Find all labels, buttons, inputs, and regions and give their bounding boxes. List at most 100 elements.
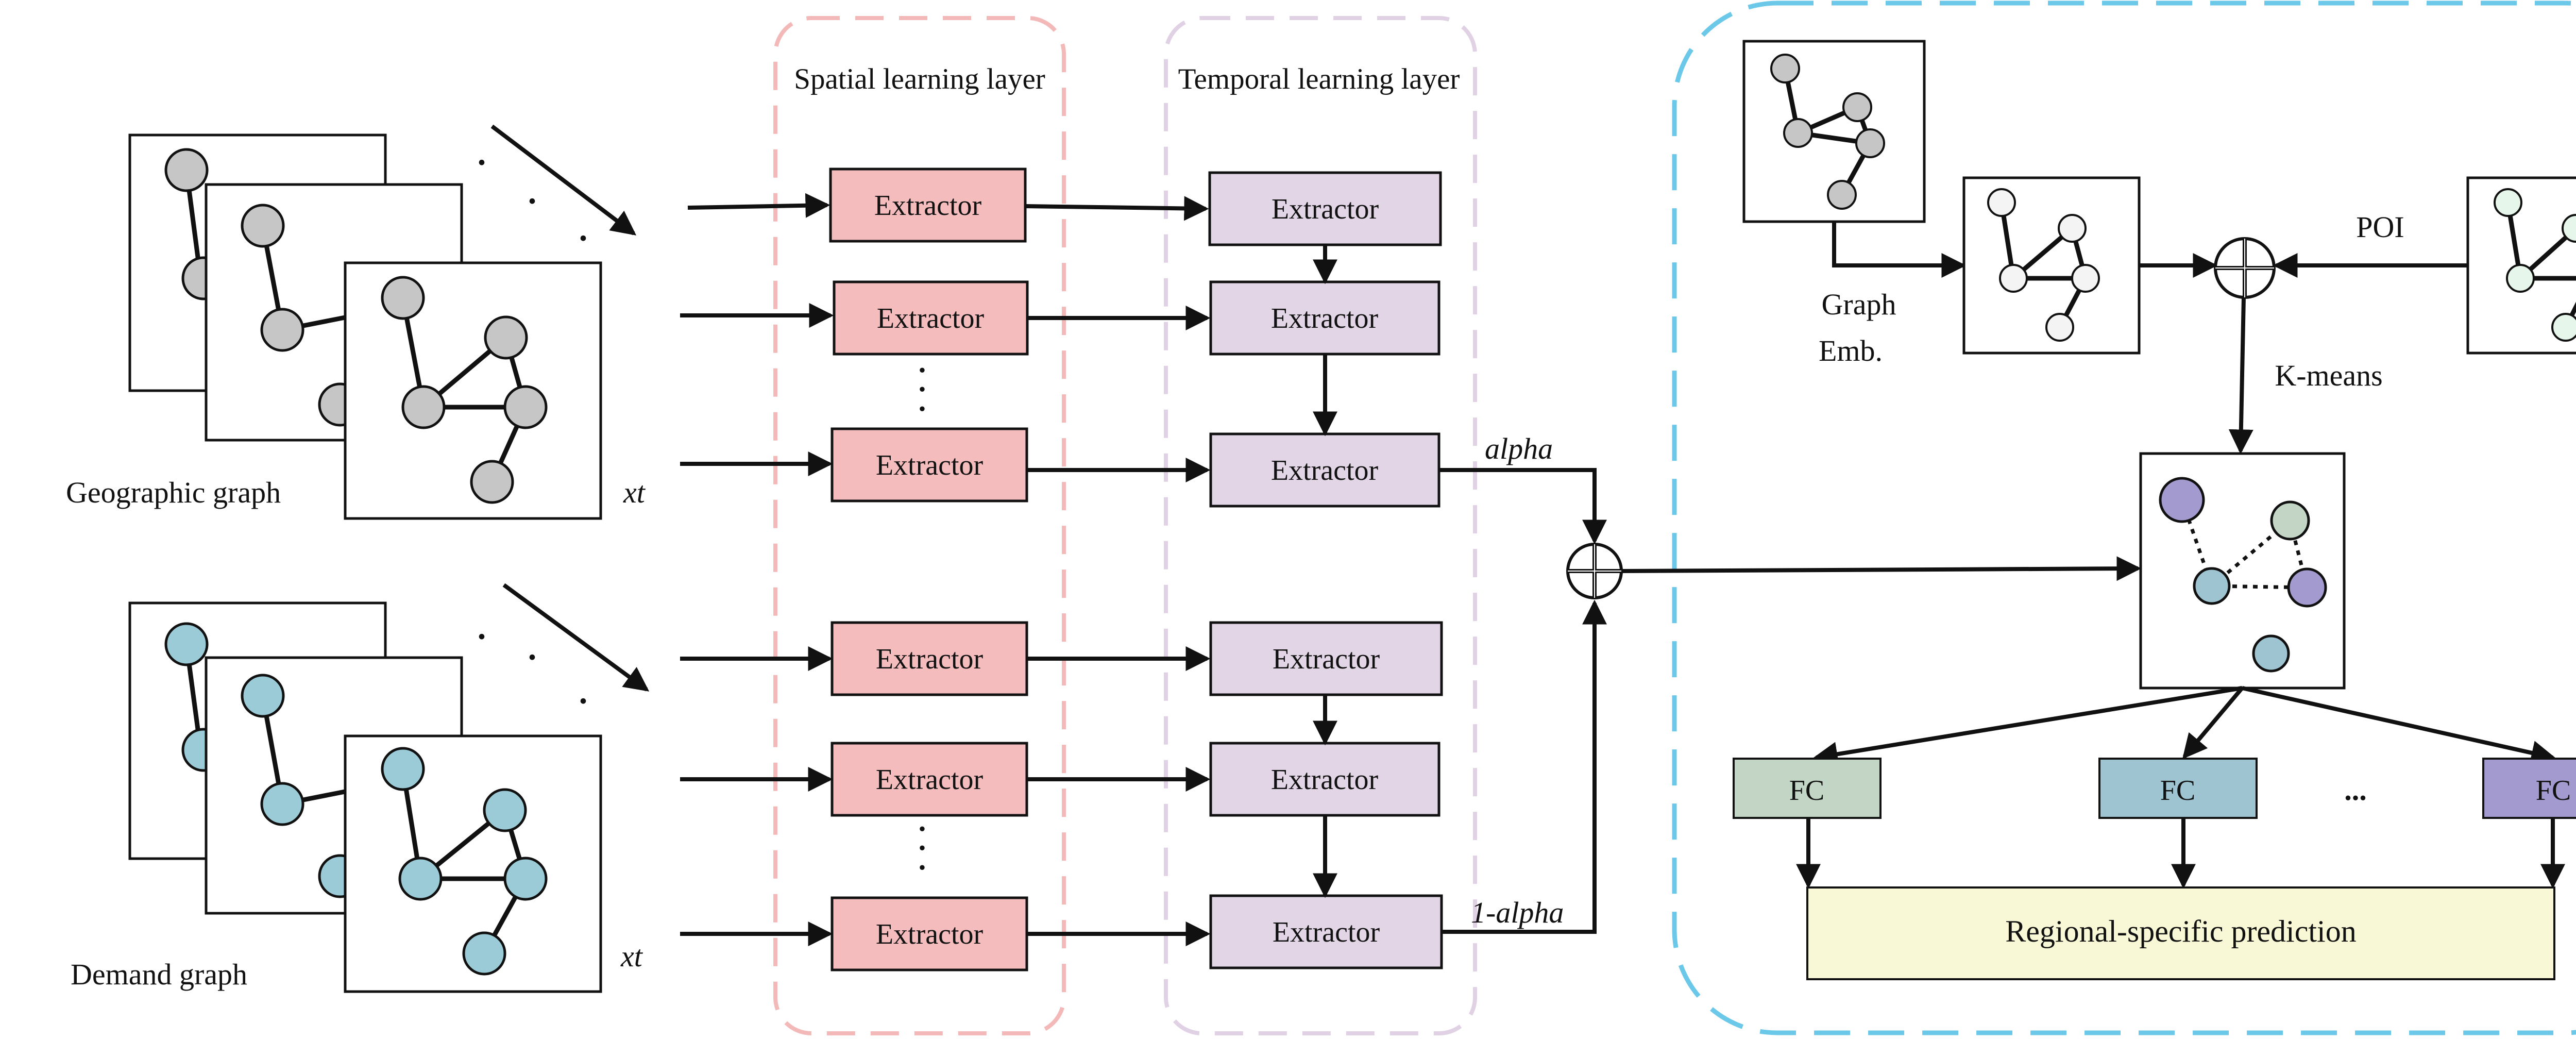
cluster-node xyxy=(2193,567,2231,605)
vertical-dot: · xyxy=(916,845,929,891)
extractor-label: Extractor xyxy=(877,303,985,334)
gray-node xyxy=(484,315,528,360)
blue-node xyxy=(398,857,443,901)
vertical-dot: · xyxy=(916,826,929,871)
poi-label: POI xyxy=(2356,210,2404,244)
extractor-label: Extractor xyxy=(1273,643,1380,675)
extractor-label: Extractor xyxy=(876,449,984,481)
one-minus-alpha-label: 1-alpha xyxy=(1471,896,1564,929)
fusion-add-icon xyxy=(1566,543,1623,599)
time-direction-arrow xyxy=(490,124,637,236)
fc-layer-1: FC xyxy=(1733,758,1882,819)
demand-graph-3-content xyxy=(381,747,548,976)
extractor-label: Extractor xyxy=(874,190,982,222)
extractor-label: Extractor xyxy=(876,643,984,675)
gray-node xyxy=(381,276,425,320)
blue-node xyxy=(164,622,209,666)
poi-add-icon xyxy=(2214,237,2276,299)
gray-node xyxy=(1770,54,1800,83)
graph-emb-arrow xyxy=(1832,222,1967,278)
dot-mark: · xyxy=(524,176,540,227)
graph-emb-label-line2: Emb. xyxy=(1819,334,1883,367)
temporal-extractor-2: Extractor xyxy=(1209,280,1440,356)
dot-mark: · xyxy=(524,632,540,683)
cluster-node xyxy=(2270,500,2310,541)
poi-node xyxy=(2494,188,2522,217)
blue-node xyxy=(260,782,304,826)
temporal-extractor-1: Extractor xyxy=(1208,171,1442,246)
fc-layer-3: FC xyxy=(2482,758,2576,819)
embedding-node xyxy=(2071,264,2100,293)
gray-node xyxy=(1827,180,1857,210)
spatial-extractor-1: Extractor xyxy=(829,167,1027,243)
extractor-label: Extractor xyxy=(876,918,984,950)
spatial-extractor-2: Extractor xyxy=(833,280,1029,356)
kmeans-label: K-means xyxy=(2275,359,2382,392)
dot-mark: · xyxy=(474,611,489,662)
extractor-label: Extractor xyxy=(1271,455,1379,487)
vertical-dot: · xyxy=(916,387,929,432)
blue-node xyxy=(503,857,548,901)
spatial-layer-title: Spatial learning layer xyxy=(794,63,1045,95)
fc-label: FC xyxy=(2160,775,2196,807)
gray-node xyxy=(260,308,304,352)
dot-mark: · xyxy=(575,213,591,264)
spatial-extractor-3: Extractor xyxy=(831,427,1028,502)
kmeans-arrow xyxy=(2228,297,2253,455)
time-direction-arrow xyxy=(502,583,650,692)
fc-to-prediction-arrows xyxy=(1796,818,2565,889)
graph-emb-label-line1: Graph xyxy=(1822,288,1896,321)
demand-graph-stack: · · · xyxy=(128,583,650,993)
cluster-graph-panel xyxy=(2139,452,2346,690)
spatial-extractor-6: Extractor xyxy=(831,896,1028,971)
embedding-graph-panel xyxy=(1962,176,2141,355)
blue-node xyxy=(381,747,425,791)
temporal-extractor-3: Extractor xyxy=(1209,432,1440,508)
spatial-layer-container xyxy=(773,16,1066,1035)
gray-node xyxy=(1783,118,1813,148)
regional-graph-panel xyxy=(1742,40,1926,223)
cluster-node xyxy=(2159,477,2205,523)
extractor-label: Extractor xyxy=(1271,764,1379,796)
vertical-dot: · xyxy=(916,807,929,852)
temporal-extractor-5: Extractor xyxy=(1209,742,1440,817)
xt-label-top: xt xyxy=(623,476,646,509)
gray-node xyxy=(503,385,548,429)
regional-module-container xyxy=(1672,1,2576,1035)
temporal-layer-title: Temporal learning layer xyxy=(1178,63,1460,95)
alpha-label: alpha xyxy=(1485,432,1553,465)
fc-ellipsis: ... xyxy=(2344,773,2367,807)
embedding-node xyxy=(1987,188,2016,217)
gray-node xyxy=(1842,92,1872,122)
extractor-label: Extractor xyxy=(876,764,984,796)
temporal-extractor-4: Extractor xyxy=(1209,621,1443,696)
geographic-graph-label: Geographic graph xyxy=(66,476,281,509)
spatial-extractor-5: Extractor xyxy=(831,742,1028,817)
gray-node xyxy=(241,204,285,248)
prediction-label: Regional-specific prediction xyxy=(2005,914,2356,948)
fc-label: FC xyxy=(1789,775,1825,807)
vertical-dot: · xyxy=(916,367,929,412)
dot-mark: · xyxy=(575,676,591,727)
geographic-graph-stack: · · · xyxy=(128,124,637,520)
spatial-extractors: Extractor Extractor Extractor Extractor … xyxy=(829,167,1029,971)
xt-label-bottom: xt xyxy=(620,940,643,973)
cluster-node xyxy=(2252,634,2290,673)
demand-graph-label: Demand graph xyxy=(71,958,247,991)
cluster-node xyxy=(2287,567,2327,608)
extractor-label: Extractor xyxy=(1273,916,1380,948)
geo-graph-3-content xyxy=(381,276,548,504)
temporal-extractor-6: Extractor xyxy=(1209,894,1443,969)
temporal-extractors: Extractor Extractor Extractor Extractor … xyxy=(1208,171,1443,969)
gray-node xyxy=(1855,128,1885,158)
extractor-label: Extractor xyxy=(1272,193,1379,225)
poi-node xyxy=(2506,264,2535,293)
fusion-paths xyxy=(1439,468,2142,934)
regional-prediction-box: Regional-specific prediction xyxy=(1806,886,2555,980)
vertical-dot: · xyxy=(916,348,929,393)
blue-node xyxy=(483,788,527,832)
input-arrows xyxy=(680,193,834,946)
cluster-to-fc-arrows xyxy=(1812,686,2556,766)
extractor-label: Extractor xyxy=(1271,303,1379,334)
